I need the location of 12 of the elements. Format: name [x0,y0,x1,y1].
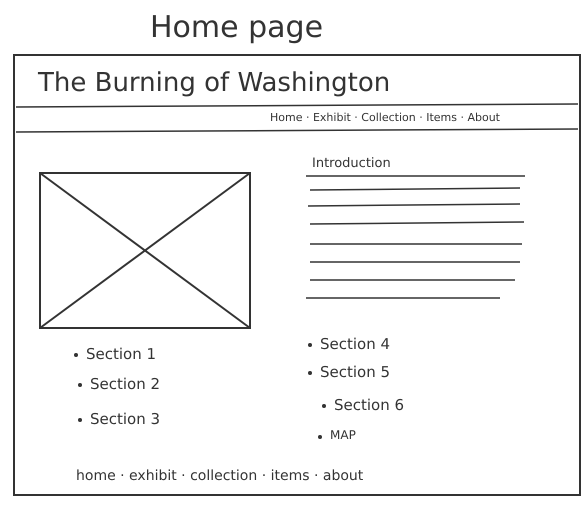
section-link: Section 4 [320,335,390,353]
section-link: Section 6 [334,396,404,414]
section-link: Section 1 [86,345,156,363]
section-link: Section 3 [90,410,160,428]
site-title: The Burning of Washington [38,68,390,98]
navigation-links: Home · Exhibit · Collection · Items · About [270,111,500,124]
section-heading: Introduction [312,156,391,171]
footer-navigation-links: home · exhibit · collection · items · about [76,468,364,484]
section-link: MAP [330,428,356,442]
section-link: Section 2 [90,375,160,393]
section-link: Section 5 [320,363,390,381]
page-title: Home page [150,10,324,45]
